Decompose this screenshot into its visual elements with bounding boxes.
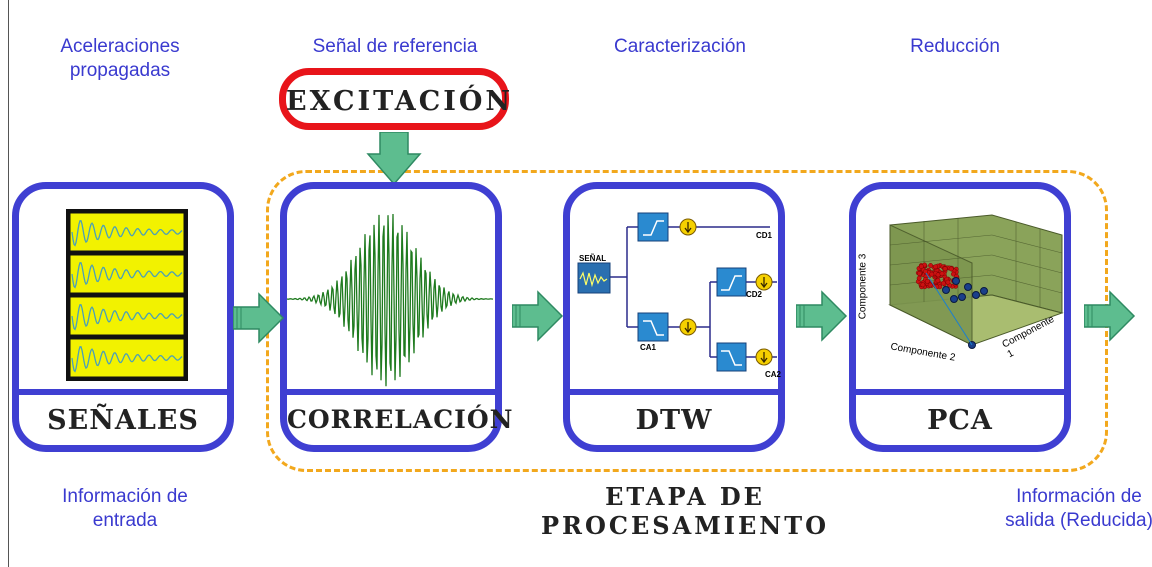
label-informacion-salida: Información de salida (Reducida) bbox=[1005, 486, 1152, 531]
dtw-output-cd1: CD1 bbox=[756, 231, 773, 240]
stage-title-dtw: DTW bbox=[635, 405, 713, 436]
signals-panel bbox=[66, 209, 188, 381]
dtw-tree-diagram bbox=[577, 212, 777, 372]
pca-axis-label-3: Componente 3 bbox=[857, 253, 869, 320]
dtw-input-label: SEÑAL bbox=[579, 254, 607, 263]
stage-correlacion: CORRELACIÓN bbox=[280, 182, 514, 452]
dtw-output-ca2: CA2 bbox=[765, 370, 782, 379]
arrow-dtw-pca bbox=[796, 290, 848, 342]
excitation-box: EXCITACIÓN bbox=[279, 68, 514, 130]
arrow-correlacion-dtw bbox=[512, 290, 564, 342]
stage-title-correlacion: CORRELACIÓN bbox=[287, 405, 514, 434]
label-informacion-entrada: Información de entrada bbox=[62, 486, 188, 531]
processing-stage-title: ETAPA DE PROCESAMIENTO bbox=[540, 482, 830, 540]
pca-3d-plot bbox=[888, 214, 1064, 349]
left-edge-line bbox=[8, 0, 9, 567]
stage-dtw: SEÑAL CD1 CD2 CA1 CA2 DTW bbox=[563, 182, 785, 452]
stage-title-senales: SEÑALES bbox=[47, 405, 199, 436]
down-arrow bbox=[366, 132, 422, 186]
stage-pca: Componente 3 Componente 2 Componente 1 P… bbox=[849, 182, 1071, 452]
stage-title-pca: PCA bbox=[927, 405, 993, 436]
label-reduccion: Reducción bbox=[910, 36, 1000, 57]
label-caracterizacion: Caracterización bbox=[614, 36, 746, 57]
arrow-senales-correlacion bbox=[233, 292, 285, 344]
stage-senales: SEÑALES bbox=[12, 182, 234, 452]
correlation-waveform bbox=[287, 213, 494, 387]
excitation-label: EXCITACIÓN bbox=[286, 86, 514, 117]
arrow-pca-output bbox=[1084, 290, 1136, 342]
dtw-output-cd2: CD2 bbox=[746, 290, 763, 299]
signal-traces bbox=[69, 212, 185, 378]
label-senal-referencia: Señal de referencia bbox=[312, 36, 478, 57]
label-aceleraciones: Aceleraciones propagadas bbox=[60, 36, 180, 81]
dtw-output-ca1: CA1 bbox=[640, 343, 657, 352]
